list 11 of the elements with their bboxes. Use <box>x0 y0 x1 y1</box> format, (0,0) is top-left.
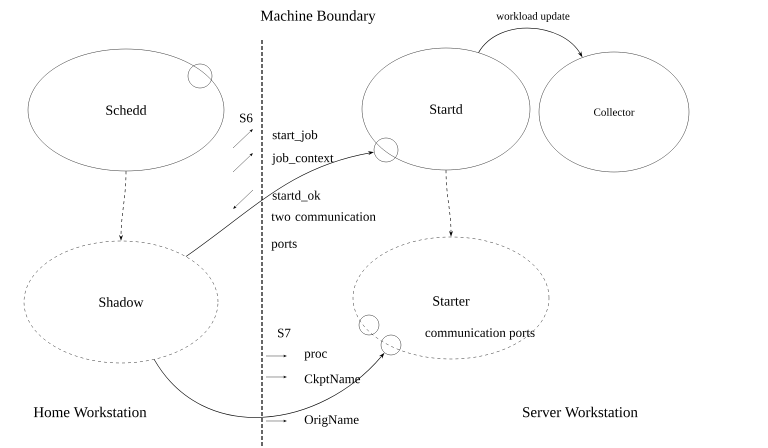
label: proc <box>304 352 327 360</box>
edge-label: workload update <box>496 12 570 22</box>
label: Server Workstation <box>523 406 638 418</box>
label: startd_ok <box>272 190 321 202</box>
label: Machine Boundary <box>260 10 376 24</box>
label: Home Workstation <box>34 406 146 418</box>
label: OrigName <box>304 415 359 427</box>
label: start_job <box>272 130 318 142</box>
label: job_context <box>272 153 334 165</box>
label: S7 <box>278 328 290 338</box>
label: S6 <box>240 114 252 122</box>
